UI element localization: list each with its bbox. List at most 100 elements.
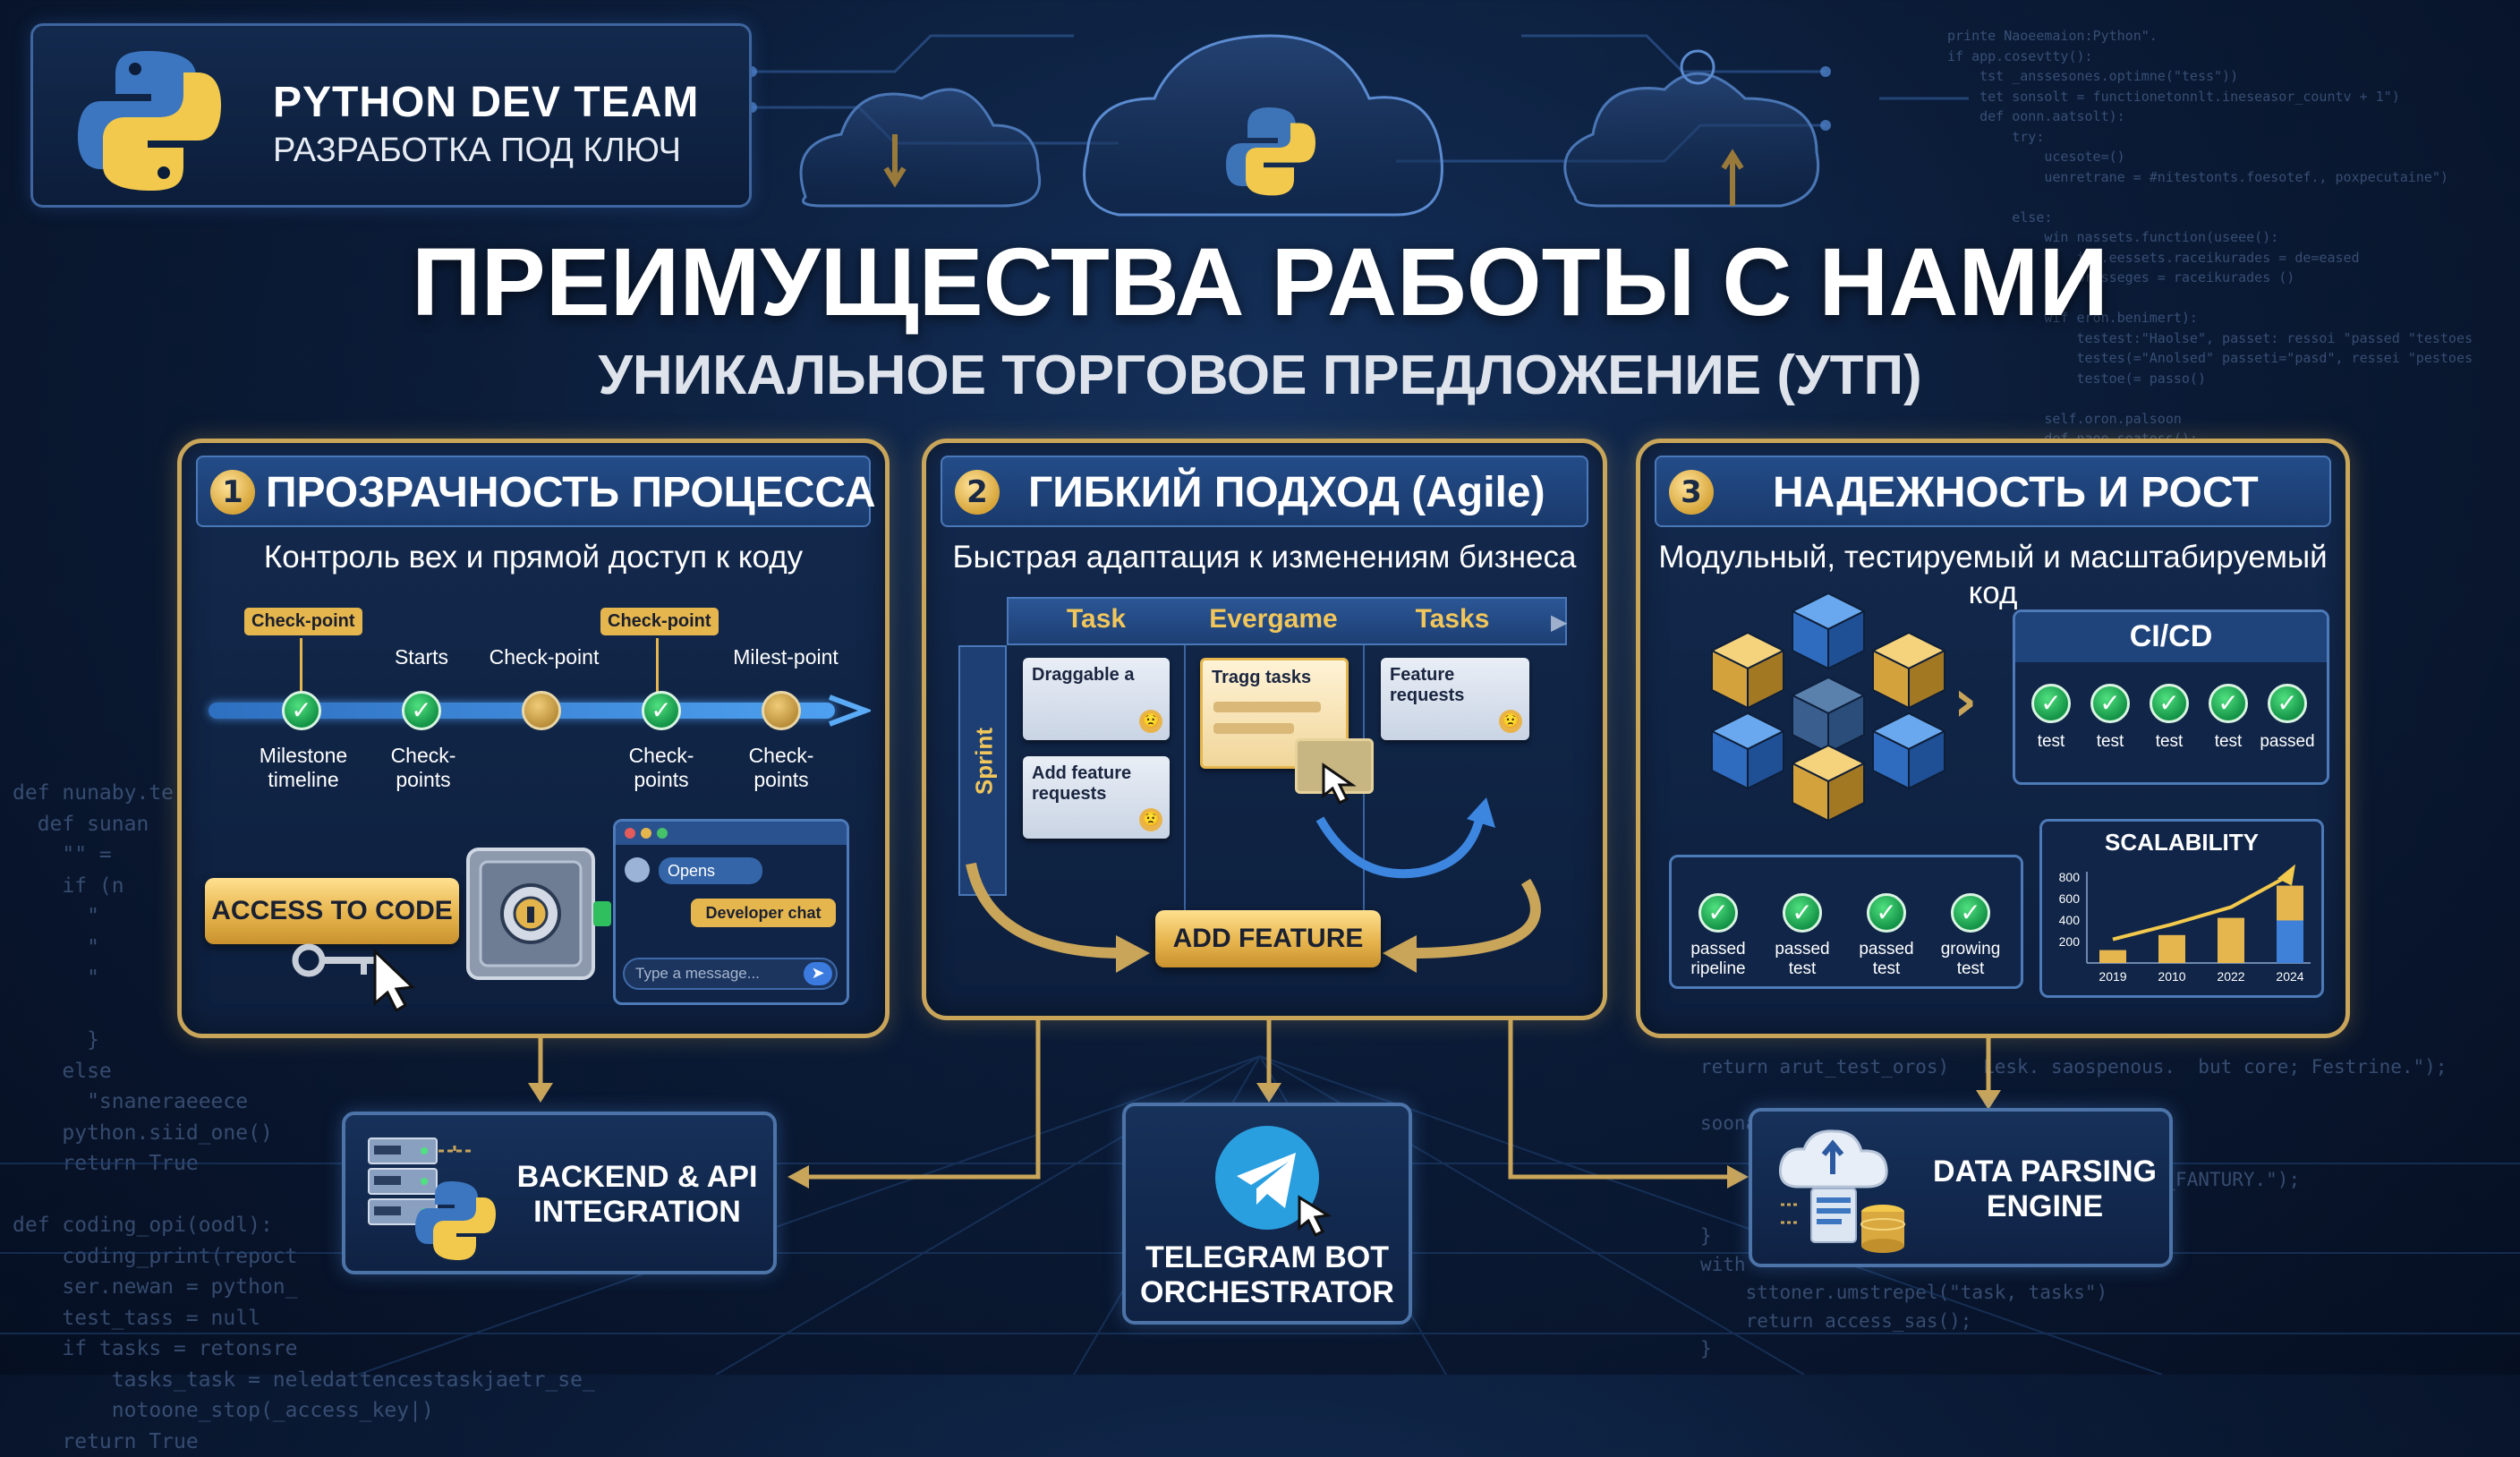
task-card[interactable]: Draggable a😟 (1023, 658, 1170, 740)
access-to-code-button[interactable]: ACCESS TO CODE (205, 878, 459, 944)
y-tick-label: 400 (2059, 913, 2081, 927)
telegram-bot-module[interactable]: TELEGRAM BOT ORCHESTRATOR (1122, 1103, 1412, 1325)
milestone-dot (762, 691, 801, 730)
card-subtitle: Быстрая адаптация к изменениям бизнеса (952, 540, 1577, 575)
card-header: 3 НАДЕЖНОСТЬ И РОСТ (1655, 456, 2331, 527)
cicd-title: CI/CD (2129, 619, 2213, 653)
chevron-right-icon[interactable]: ▶ (1551, 609, 1568, 635)
card-title: НАДЕЖНОСТЬ И РОСТ (1773, 469, 2259, 516)
emoji-icon: 😟 (1139, 710, 1162, 733)
check-icon: ✓ (642, 691, 681, 730)
python-logo-icon (78, 51, 221, 191)
data-parsing-module[interactable]: DATA PARSING ENGINE (1749, 1108, 2173, 1267)
growth-arrow-icon (2277, 864, 2295, 886)
y-tick-label: 200 (2059, 934, 2081, 949)
timeline-label: Starts (394, 645, 449, 669)
check-icon: ✓ (2268, 684, 2307, 723)
backend-api-module[interactable]: BACKEND & API INTEGRATION (342, 1112, 777, 1274)
check-icon: ✓ (282, 691, 321, 730)
scalability-bar-top (2277, 885, 2303, 921)
check-icon: ✓ (2209, 684, 2248, 723)
brand-name: PYTHON DEV TEAM (273, 79, 700, 126)
card-number: 2 (955, 470, 1000, 515)
chat-bubble-developer: Developer chat (691, 899, 836, 927)
cloud-python-logo (1226, 107, 1315, 196)
board-column-task: Task (1066, 604, 1127, 634)
chat-bubble-opens: Opens (659, 857, 762, 884)
cloud-left (799, 88, 1041, 208)
x-tick-label: 2019 (2099, 969, 2126, 984)
page-subtitle: УНИКАЛЬНОЕ ТОРГОВОЕ ПРЕДЛОЖЕНИЕ (УТП) (598, 345, 1922, 406)
check-icon: ✓ (2031, 684, 2071, 723)
growth-line (2112, 873, 2291, 942)
scalability-bar (2099, 950, 2126, 963)
flow-arrows (966, 797, 1541, 973)
cloud-database-icon (1778, 1129, 1905, 1253)
board-column-tasks: Tasks (1415, 604, 1490, 634)
scalability-bar (2218, 917, 2244, 963)
module-title: BACKEND & API INTEGRATION (516, 1160, 758, 1230)
server-python-icon (368, 1137, 496, 1260)
chat-message-input[interactable]: Type a message... ➤ (623, 958, 838, 990)
card-transparency: 1 ПРОЗРАЧНОСТЬ ПРОЦЕССА Контроль вех и п… (177, 439, 890, 1038)
task-card[interactable]: Add feature requests😟 (1023, 756, 1170, 839)
card-title: ГИБКИЙ ПОДХОД (Agile) (1028, 469, 1545, 516)
board-header (1007, 597, 1567, 645)
brand-tagline: РАЗРАБОТКА ПОД КЛЮЧ (273, 132, 681, 169)
x-tick-label: 2024 (2276, 969, 2303, 984)
telegram-icon (1215, 1126, 1332, 1238)
card-number: 1 (210, 470, 255, 515)
card-header: 2 ГИБКИЙ ПОДХОД (Agile) (941, 456, 1588, 527)
card-subtitle: Контроль вех и прямой доступ к коду (263, 540, 804, 575)
milestone-dot (522, 691, 561, 730)
modular-cubes-icon (1709, 593, 1947, 822)
timeline-label: Check- points (390, 744, 456, 791)
timeline-label: Check- points (628, 744, 694, 791)
x-tick-label: 2010 (2158, 969, 2185, 984)
card-header: 1 ПРОЗРАЧНОСТЬ ПРОЦЕССА (196, 456, 876, 527)
check-icon: ✓ (2150, 684, 2189, 723)
timeline-label: Milestone timeline (259, 744, 348, 791)
timeline-label: Milest-point (733, 645, 839, 669)
scalability-title: SCALABILITY (2105, 829, 2259, 856)
add-feature-button[interactable]: ADD FEATURE (1155, 910, 1381, 967)
check-icon: ✓ (402, 691, 441, 730)
cursor-icon (1322, 763, 1357, 805)
module-title: DATA PARSING ENGINE (1933, 1155, 2157, 1224)
timeline-arrow-icon (828, 694, 871, 727)
card-number: 3 (1669, 470, 1714, 515)
check-icon: ✓ (1951, 893, 1990, 933)
scalability-bar (2158, 934, 2185, 963)
module-title: TELEGRAM BOT ORCHESTRATOR (1140, 1240, 1394, 1310)
emoji-icon: 😟 (1499, 710, 1522, 733)
card-title: ПРОЗРАЧНОСТЬ ПРОЦЕССА (266, 469, 876, 516)
task-card[interactable]: Feature requests😟 (1381, 658, 1529, 740)
timeline-label: Check- points (748, 744, 814, 791)
developer-chat-window[interactable]: Opens Developer chat Type a message... ➤ (613, 819, 849, 1005)
cicd-panel: CI/CD ✓ ✓ ✓ ✓ ✓ test test test test pass… (2013, 609, 2329, 785)
page-title: ПРЕИМУЩЕСТВА РАБОТЫ С НАМИ (412, 227, 2108, 336)
brand-box: PYTHON DEV TEAM РАЗРАБОТКА ПОД КЛЮЧ (30, 23, 752, 208)
y-tick-label: 800 (2059, 870, 2081, 884)
check-icon: ✓ (1867, 893, 1906, 933)
emoji-icon: 😟 (1139, 808, 1162, 831)
avatar (625, 857, 650, 882)
board-column-evergame: Evergame (1209, 604, 1338, 634)
check-icon: ✓ (1783, 893, 1822, 933)
checkpoint-tag: Check-point (244, 608, 362, 635)
timeline-label: Check-point (489, 645, 600, 669)
check-icon: ✓ (2090, 684, 2130, 723)
card-subtitle: Модульный, тестируемый и масштабируемый … (1658, 540, 2328, 610)
checkpoint-tag: Check-point (600, 608, 719, 635)
sprint-lane (958, 645, 1007, 896)
cloud-right (1563, 72, 1820, 208)
key-cursor-icon (292, 943, 414, 1013)
chevron-right-icon: › (1954, 669, 1978, 735)
send-icon[interactable]: ➤ (804, 962, 832, 985)
x-tick-label: 2022 (2217, 969, 2244, 984)
safe-lock-icon (466, 848, 611, 980)
pipeline-panel: ✓ ✓ ✓ ✓ passed ripeline passed test pass… (1669, 855, 2023, 989)
card-agile: 2 ГИБКИЙ ПОДХОД (Agile) Быстрая адаптаци… (922, 439, 1607, 1020)
